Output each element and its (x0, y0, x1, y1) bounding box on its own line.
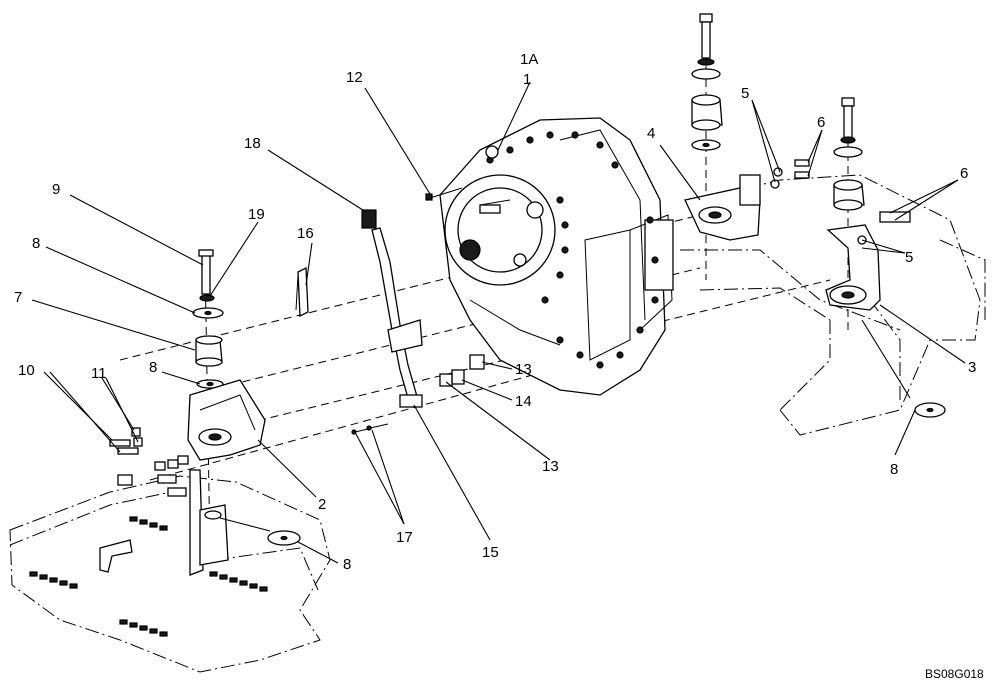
callout-9: 9 (52, 181, 60, 198)
bracket-4 (684, 174, 761, 241)
callout-1a: 1A (520, 51, 538, 68)
bracket-3 (825, 211, 911, 311)
drawing-code: BS08G018 (925, 667, 984, 681)
transmission-housing (439, 117, 674, 396)
frame-slots-left (29, 516, 268, 637)
callout-7: 7 (14, 289, 22, 306)
callout-labels: 1A 1 12 18 9 19 16 8 7 8 10 11 2 8 17 15… (14, 51, 976, 573)
callout-15: 15 (482, 544, 499, 561)
dipstick-tube-15 (361, 209, 423, 408)
callout-4: 4 (647, 125, 655, 142)
bolt-12 (425, 187, 463, 201)
callout-2: 2 (318, 496, 326, 513)
screws-17 (351, 423, 389, 435)
callout-18: 18 (244, 135, 261, 152)
left-bracket-2 (187, 379, 266, 576)
rear-mount-stack-3 (833, 97, 865, 211)
callout-8-bracket-left: 8 (149, 359, 157, 376)
callout-6-upper: 6 (817, 114, 825, 131)
callout-8-lower-right: 8 (890, 461, 898, 478)
callout-8-lower-left: 8 (343, 556, 351, 573)
callout-14: 14 (515, 393, 532, 410)
bolts-10-11 (109, 427, 189, 497)
front-frame (9, 475, 331, 673)
callout-16: 16 (297, 225, 314, 242)
left-mount-stack (192, 249, 224, 389)
callout-5-upper: 5 (741, 85, 749, 102)
callout-3: 3 (968, 359, 976, 376)
housing-bolts (486, 131, 659, 369)
callout-11: 11 (91, 365, 107, 382)
fittings-13-14 (439, 354, 485, 387)
callout-6-right: 6 (960, 165, 968, 182)
leader-lines (31, 81, 966, 564)
callout-17: 17 (396, 529, 413, 546)
bolts-5-6-upper (770, 159, 810, 189)
washer-8-lower-left (267, 530, 301, 546)
callout-19: 19 (248, 206, 265, 223)
callout-12: 12 (346, 69, 363, 86)
washer-8-lower-right (914, 402, 946, 418)
callout-13-lower: 13 (542, 458, 559, 475)
callout-10: 10 (18, 362, 35, 379)
callout-5-right: 5 (905, 249, 913, 266)
rear-frame (680, 174, 986, 436)
clamp-16 (295, 266, 309, 318)
callout-13-upper: 13 (515, 361, 532, 378)
rear-mount-stack-4 (691, 13, 723, 151)
callout-1: 1 (523, 71, 531, 88)
callout-8-upper-left: 8 (32, 235, 40, 252)
